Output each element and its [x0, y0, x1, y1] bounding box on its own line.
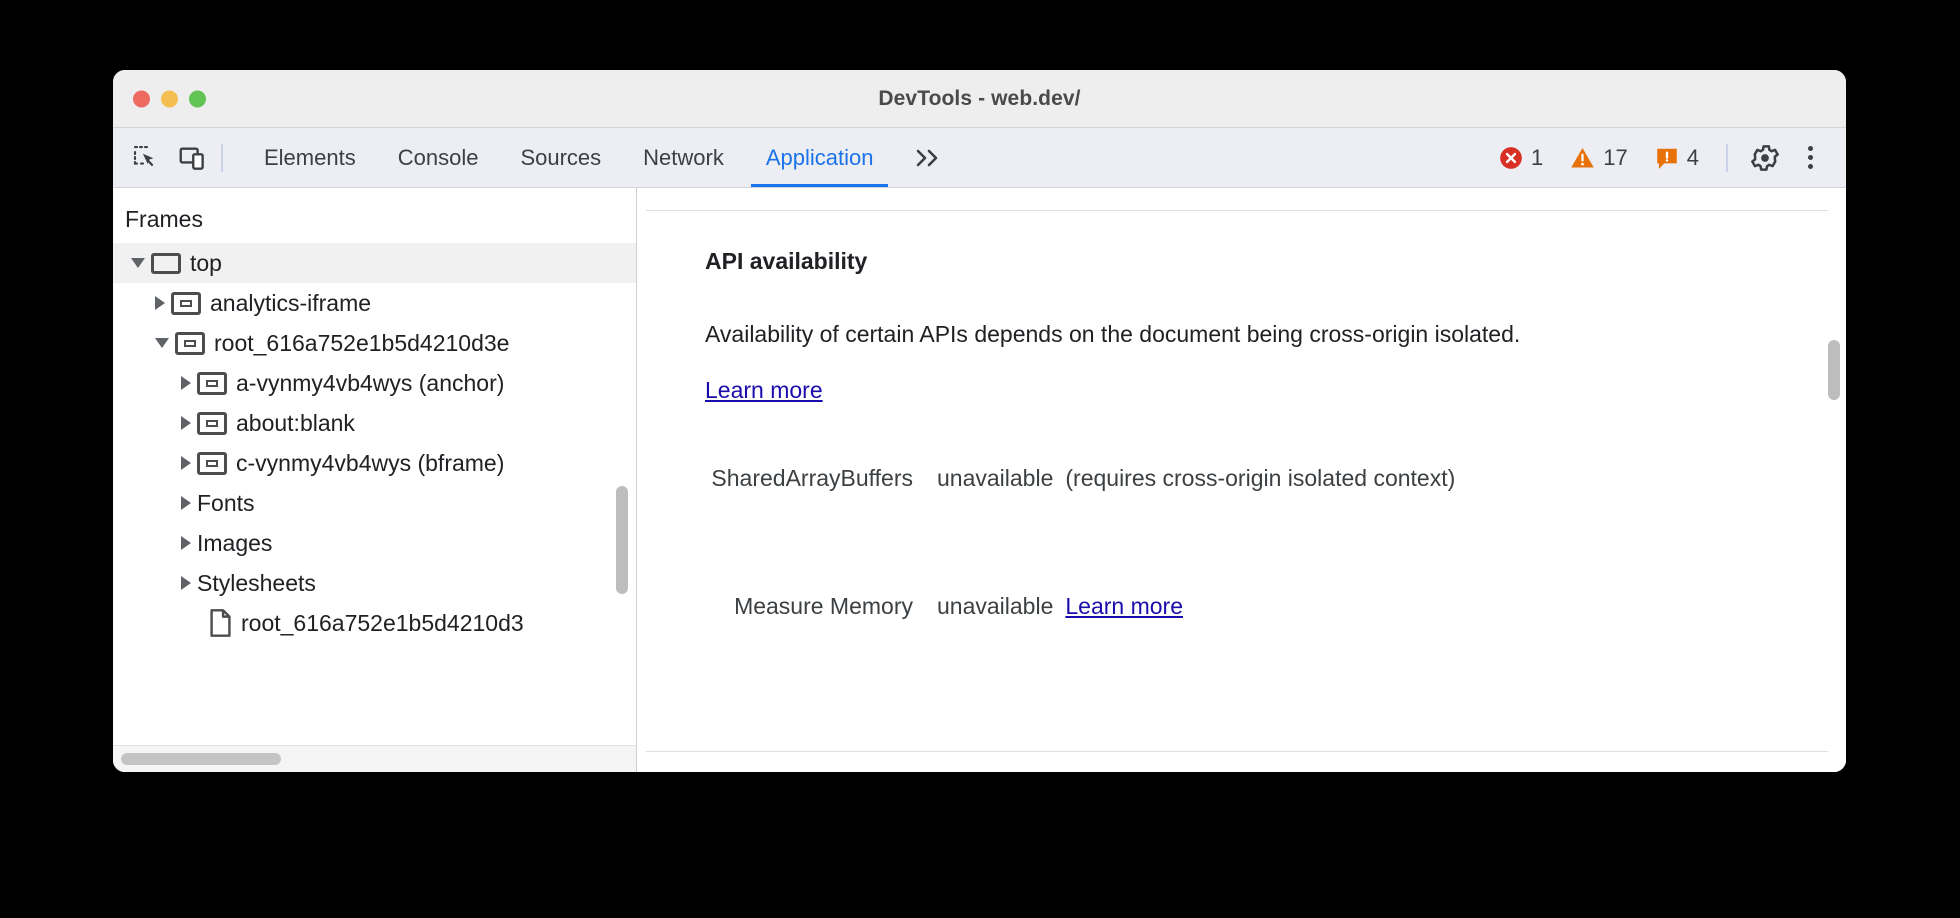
- tree-item-top[interactable]: top: [113, 243, 636, 283]
- api-row-sharedarraybuffers: SharedArrayBuffers unavailable (requires…: [705, 450, 1545, 506]
- chevron-right-icon[interactable]: [181, 456, 191, 470]
- traffic-lights: [133, 90, 206, 107]
- warning-counter[interactable]: 17: [1556, 145, 1640, 171]
- document-icon: [210, 609, 231, 637]
- tree-item-label: c-vynmy4vb4wys (bframe): [236, 449, 505, 476]
- tree-item-analytics-iframe[interactable]: analytics-iframe: [113, 283, 636, 323]
- toggle-device-toolbar-button[interactable]: [169, 135, 215, 181]
- inspect-element-icon: [133, 145, 154, 166]
- iframe-icon: [175, 331, 205, 355]
- zoom-window-button[interactable]: [189, 90, 206, 107]
- more-vertical-icon-dot3: [1807, 164, 1813, 169]
- learn-more-link[interactable]: Learn more: [705, 377, 823, 403]
- chevron-right-icon[interactable]: [181, 496, 191, 510]
- minimize-window-button[interactable]: [161, 90, 178, 107]
- chevron-right-icon[interactable]: [181, 416, 191, 430]
- frame-details-panel: API availability Availability of certain…: [637, 188, 1846, 772]
- gear-icon: [1751, 144, 1779, 171]
- chevron-right-icon[interactable]: [155, 296, 165, 310]
- tree-item-label: root_616a752e1b5d4210d3e: [214, 329, 510, 356]
- sidebar-vertical-scrollbar[interactable]: [616, 486, 628, 594]
- chevron-down-icon[interactable]: [155, 338, 169, 348]
- panel-tabs: Elements Console Sources Network Applica…: [243, 128, 894, 187]
- tree-item-stylesheet-file[interactable]: root_616a752e1b5d4210d3: [113, 603, 636, 643]
- iframe-icon: [197, 371, 227, 395]
- more-vertical-icon-dot2: [1807, 155, 1813, 160]
- measure-memory-learn-more-link[interactable]: Learn more: [1065, 593, 1183, 619]
- tree-item-label: root_616a752e1b5d4210d3: [241, 609, 524, 636]
- error-count: 1: [1531, 144, 1544, 170]
- toolbar-right-buttons: [1742, 135, 1846, 181]
- customize-devtools-button[interactable]: [1788, 136, 1832, 180]
- inspect-element-button[interactable]: [123, 135, 169, 181]
- warning-icon: [1571, 147, 1595, 168]
- devtools-toolbar: Elements Console Sources Network Applica…: [113, 128, 1846, 188]
- tab-application[interactable]: Application: [745, 128, 895, 187]
- section-divider-top: [646, 210, 1828, 211]
- tree-item-label: analytics-iframe: [210, 289, 372, 316]
- tree-item-bframe[interactable]: c-vynmy4vb4wys (bframe): [113, 443, 636, 483]
- chevron-down-icon[interactable]: [131, 258, 145, 268]
- content-vertical-scrollbar[interactable]: [1828, 340, 1840, 400]
- sidebar-section-title: Frames: [125, 206, 203, 232]
- api-availability-description: Availability of certain APIs depends on …: [705, 306, 1545, 418]
- iframe-icon: [197, 451, 227, 475]
- tab-network[interactable]: Network: [643, 144, 724, 170]
- issue-counters: 1 17 4: [1485, 145, 1716, 171]
- warning-count: 17: [1603, 144, 1628, 170]
- tree-item-stylesheets[interactable]: Stylesheets: [113, 563, 636, 603]
- api-name: Measure Memory: [734, 593, 913, 619]
- section-divider-bottom: [646, 751, 1828, 752]
- chevron-right-icon[interactable]: [181, 536, 191, 550]
- api-note: Learn more: [1053, 578, 1183, 634]
- sidebar-horizontal-scrollbar[interactable]: [121, 753, 281, 765]
- tree-item-about-blank[interactable]: about:blank: [113, 403, 636, 443]
- tree-item-anchor-frame[interactable]: a-vynmy4vb4wys (anchor): [113, 363, 636, 403]
- iframe-icon: [197, 411, 227, 435]
- api-note: (requires cross-origin isolated context): [1065, 465, 1456, 491]
- more-vertical-icon: [1807, 146, 1813, 151]
- api-value: unavailable: [937, 465, 1054, 491]
- description-text: Availability of certain APIs depends on …: [705, 321, 1521, 347]
- more-tabs-button[interactable]: [894, 144, 962, 172]
- tree-item-label: Fonts: [197, 489, 255, 516]
- settings-button[interactable]: [1742, 135, 1788, 181]
- tree-item-label: Stylesheets: [197, 569, 316, 596]
- frames-tree: top analytics-iframe root_616a752e1b5d42…: [113, 243, 636, 643]
- tree-item-label: about:blank: [236, 409, 355, 436]
- iframe-icon: [171, 291, 201, 315]
- tab-elements[interactable]: Elements: [264, 144, 356, 170]
- error-icon: [1500, 146, 1522, 169]
- tree-item-label: a-vynmy4vb4wys (anchor): [236, 369, 505, 396]
- api-availability-heading: API availability: [705, 248, 868, 274]
- api-name: SharedArrayBuffers: [711, 465, 913, 491]
- tree-item-label: Images: [197, 529, 273, 556]
- error-counter[interactable]: 1: [1485, 145, 1556, 171]
- toolbar-divider: [221, 143, 223, 172]
- window-title: DevTools - web.dev/: [878, 86, 1081, 110]
- chevron-right-icon[interactable]: [181, 376, 191, 390]
- tree-item-fonts[interactable]: Fonts: [113, 483, 636, 523]
- tree-item-root-frame[interactable]: root_616a752e1b5d4210d3e: [113, 323, 636, 363]
- device-toolbar-icon: [179, 146, 204, 170]
- chevron-double-right-icon: [917, 149, 938, 166]
- devtools-window: DevTools - web.dev/: [113, 70, 1846, 772]
- window-titlebar: DevTools - web.dev/: [113, 70, 1846, 128]
- api-value: unavailable: [937, 593, 1054, 619]
- chevron-right-icon[interactable]: [181, 576, 191, 590]
- tab-console[interactable]: Console: [397, 144, 479, 170]
- tree-item-label: top: [190, 249, 222, 276]
- issue-count: 4: [1686, 144, 1699, 170]
- application-sidebar: Frames top analytics-iframe: [113, 188, 637, 772]
- issue-counter[interactable]: 4: [1641, 145, 1712, 171]
- tree-item-images[interactable]: Images: [113, 523, 636, 563]
- toolbar-divider-right: [1726, 143, 1728, 172]
- api-row-measure-memory: Measure Memory unavailable Learn more: [705, 578, 1183, 634]
- frame-icon: [151, 252, 181, 274]
- tab-sources[interactable]: Sources: [520, 144, 602, 170]
- devtools-body: Frames top analytics-iframe: [113, 188, 1846, 772]
- issue-icon: [1657, 148, 1677, 169]
- close-window-button[interactable]: [133, 90, 150, 107]
